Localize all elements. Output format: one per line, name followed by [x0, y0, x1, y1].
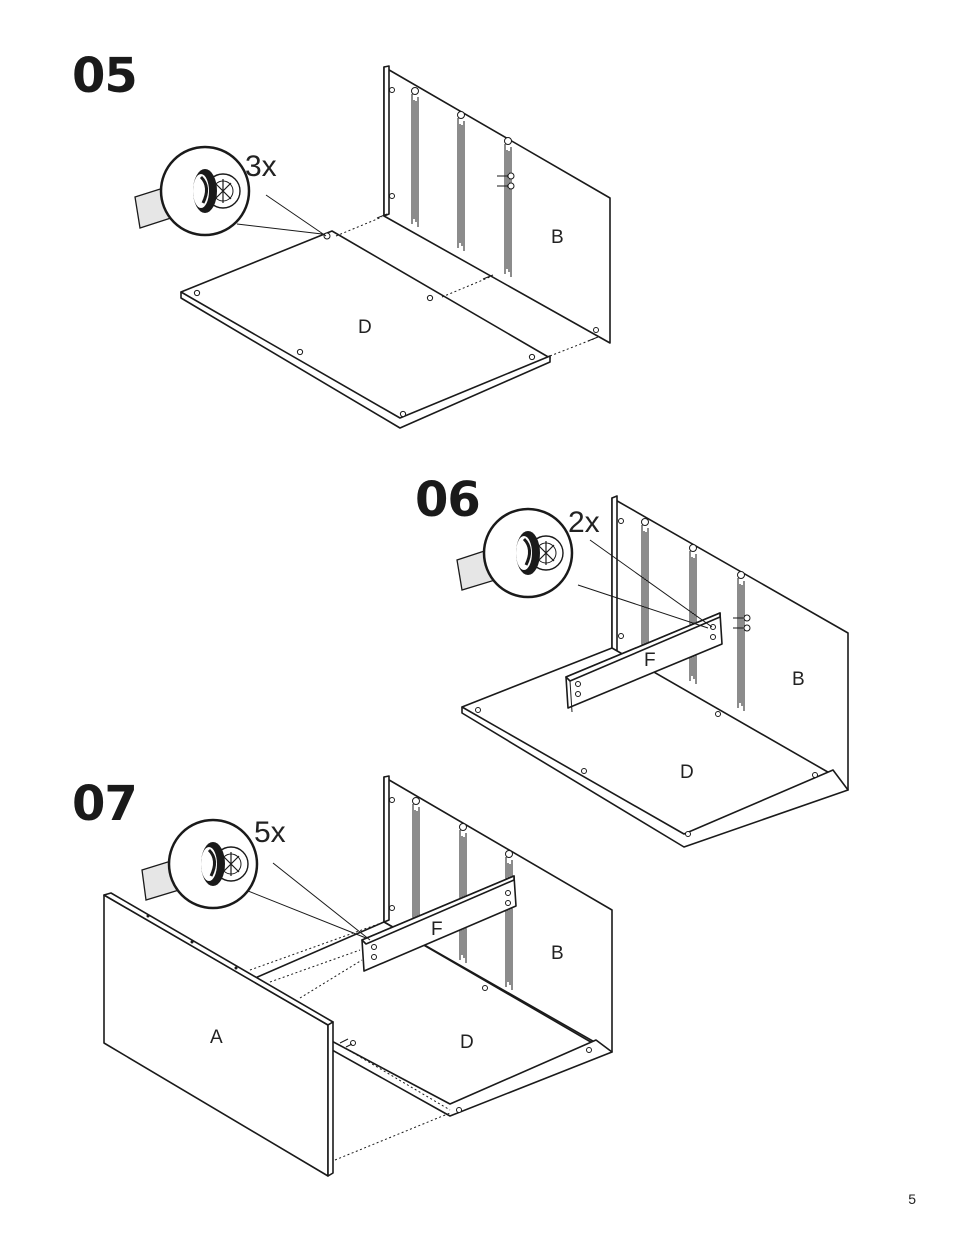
- step-05-diagram: B D 3x: [135, 66, 610, 428]
- multiplier-05: 3x: [245, 150, 277, 183]
- label-f: F: [644, 650, 656, 671]
- label-d: D: [460, 1032, 474, 1053]
- cam-lock-icon: [169, 820, 257, 908]
- multiplier-06: 2x: [568, 506, 600, 539]
- cam-lock-icon: [484, 509, 572, 597]
- cam-lock-icon: [161, 147, 249, 235]
- label-d: D: [358, 317, 372, 338]
- label-b: B: [792, 669, 805, 690]
- label-f: F: [431, 919, 443, 940]
- label-b: B: [551, 943, 564, 964]
- label-b: B: [551, 227, 564, 248]
- step-06-diagram: B D F 2x: [457, 496, 848, 847]
- page-number: 5: [908, 1191, 916, 1207]
- step-07-diagram: B D F A 5x: [104, 776, 612, 1176]
- label-a: A: [210, 1027, 223, 1048]
- multiplier-07: 5x: [254, 816, 286, 849]
- label-d: D: [680, 762, 694, 783]
